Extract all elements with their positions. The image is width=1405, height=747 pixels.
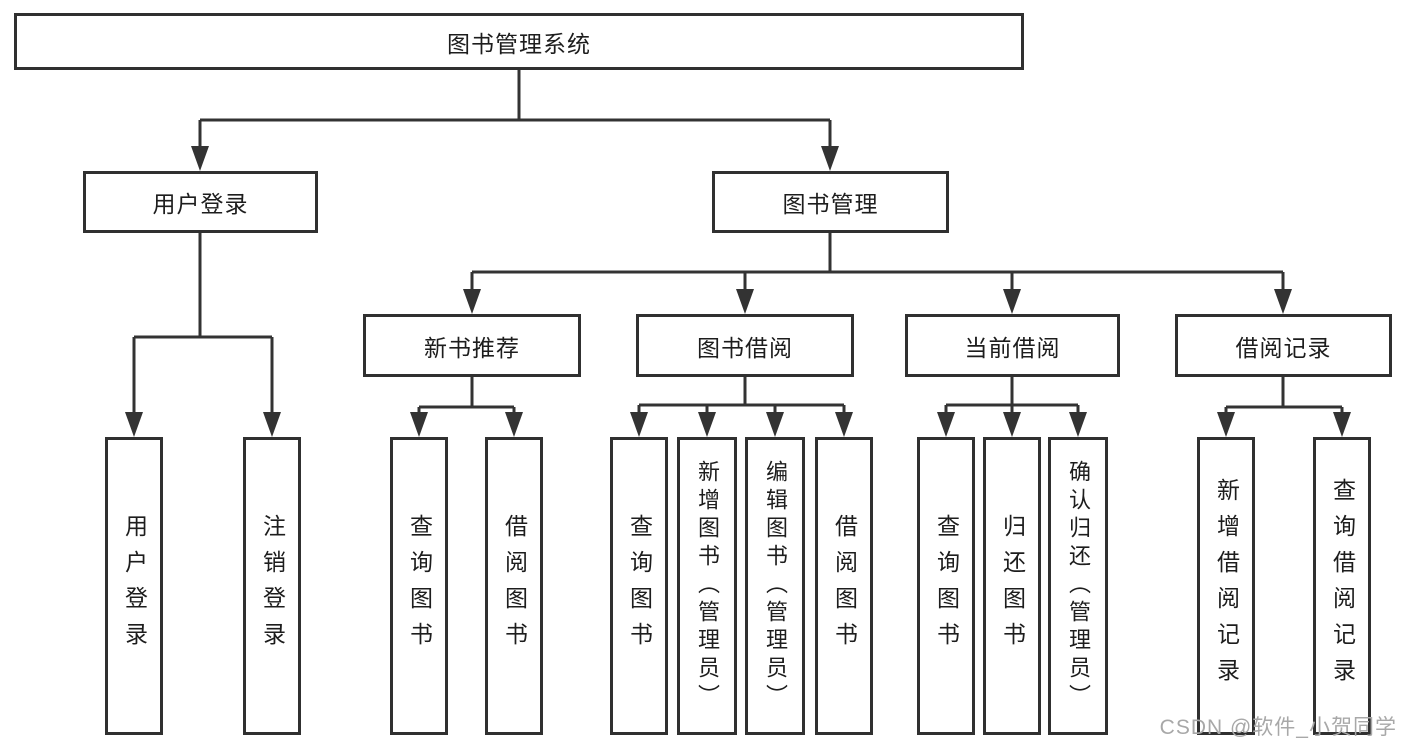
leaf-borrow-books: 借阅图书 [815, 437, 873, 735]
leaf-query-books: 查询图书 [917, 437, 975, 735]
leaf-label: 查询图书 [626, 514, 653, 658]
node-label: 借阅记录 [1235, 334, 1332, 361]
leaf-query-borrow-record: 查询借阅记录 [1313, 437, 1371, 735]
leaf-label: 归还图书 [999, 514, 1026, 658]
node-label: 当前借阅 [964, 334, 1061, 361]
leaf-label: 借阅图书 [501, 514, 528, 658]
node-label: 图书管理 [782, 191, 879, 217]
leaf-label: 查询借阅记录 [1329, 478, 1356, 694]
leaf-logout: 注销登录 [243, 437, 301, 735]
leaf-edit-books-admin: 编辑图书（管理员） [745, 437, 805, 735]
csdn-watermark: CSDN @软件_小贺同学 [1159, 716, 1397, 739]
leaf-add-books-admin: 新增图书（管理员） [677, 437, 737, 735]
leaf-add-borrow-record: 新增借阅记录 [1197, 437, 1255, 735]
node-book-management: 图书管理 [712, 171, 949, 233]
leaf-query-books: 查询图书 [390, 437, 448, 735]
leaf-label: 确认归还（管理员） [1066, 460, 1091, 712]
leaf-label: 查询图书 [406, 514, 433, 658]
leaf-borrow-books: 借阅图书 [485, 437, 543, 735]
node-label: 用户登录 [152, 191, 249, 217]
leaf-label: 新增借阅记录 [1213, 478, 1240, 694]
node-current-borrowing: 当前借阅 [905, 314, 1120, 377]
node-book-borrowing: 图书借阅 [636, 314, 854, 377]
leaf-confirm-return-admin: 确认归还（管理员） [1048, 437, 1108, 735]
node-library-management-system: 图书管理系统 [14, 13, 1024, 70]
leaf-label: 新增图书（管理员） [695, 460, 720, 712]
leaf-label: 借阅图书 [831, 514, 858, 658]
node-user-login: 用户登录 [83, 171, 318, 233]
node-label: 新书推荐 [424, 334, 520, 361]
leaf-label: 编辑图书（管理员） [763, 460, 788, 712]
node-borrowing-records: 借阅记录 [1175, 314, 1392, 377]
leaf-query-books: 查询图书 [610, 437, 668, 735]
node-new-book-recommendation: 新书推荐 [363, 314, 581, 377]
leaf-return-books: 归还图书 [983, 437, 1041, 735]
leaf-label: 查询图书 [933, 514, 960, 658]
leaf-label: 用户登录 [121, 514, 148, 658]
node-label: 图书管理系统 [447, 30, 591, 57]
node-label: 图书借阅 [697, 334, 793, 361]
leaf-label: 注销登录 [259, 514, 286, 658]
leaf-user-login: 用户登录 [105, 437, 163, 735]
